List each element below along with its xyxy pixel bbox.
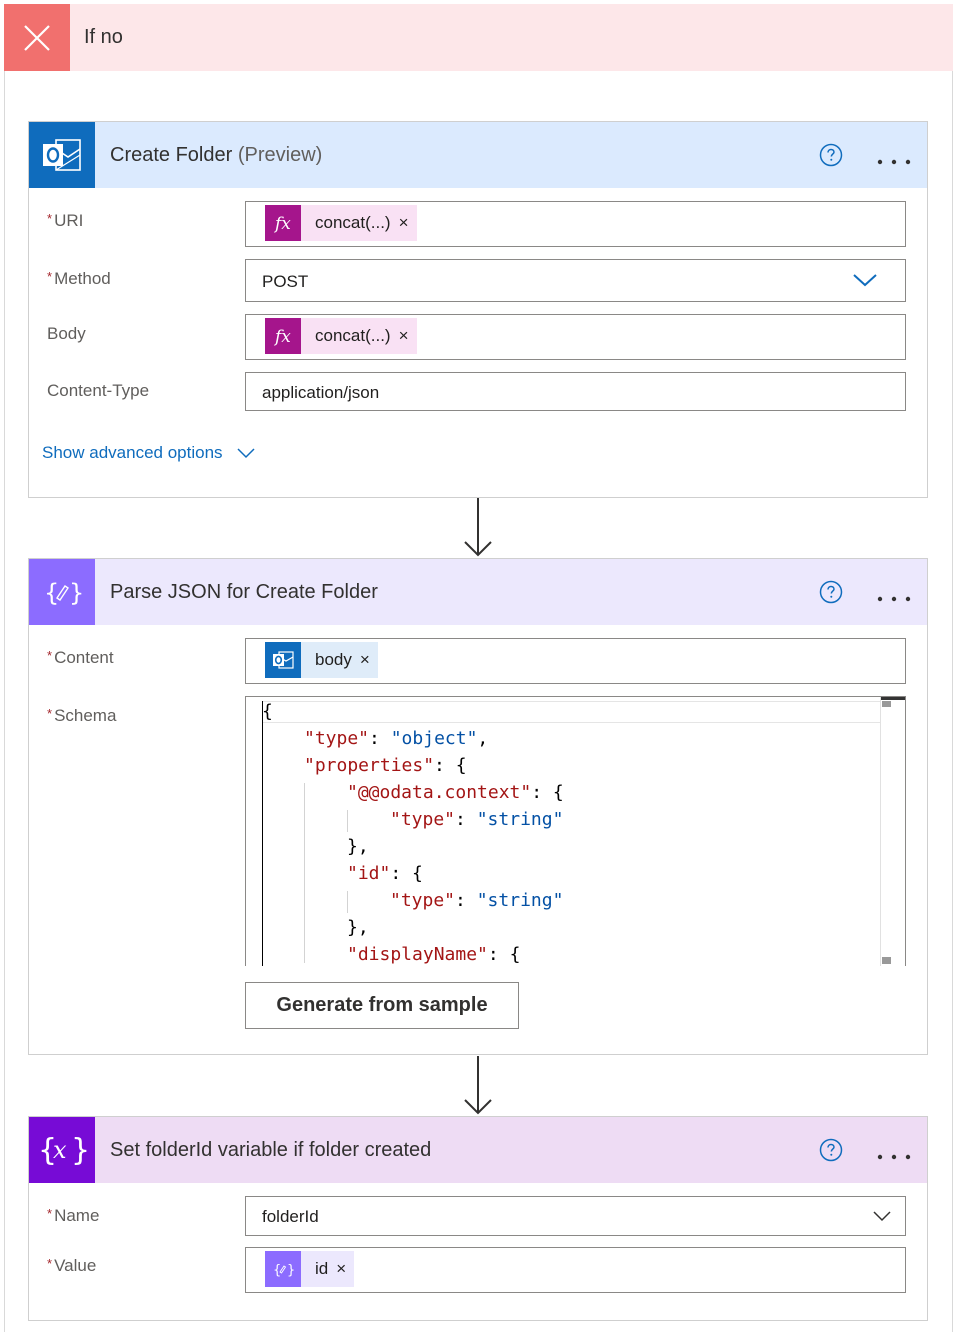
editor-gutter-line [262,701,263,966]
uri-field[interactable]: fx concat(...) × [245,201,906,247]
dynamic-content-token[interactable]: { } id × [265,1251,355,1287]
schema-label: *Schema [47,706,117,725]
expression-token[interactable]: fx concat(...) × [265,318,417,354]
uri-label: *URI [47,211,84,230]
content-type-field[interactable]: application/json [245,372,906,411]
schema-code-line: "displayName": { [347,944,521,965]
create-folder-card: Create Folder (Preview) *URI fx concat(.… [28,121,928,498]
svg-text:}: } [287,1263,294,1278]
help-icon[interactable] [819,580,843,604]
content-field[interactable]: body × [245,638,906,684]
current-line-highlight [262,701,902,723]
branch-title: If no [84,26,123,48]
card-title: Set folderId variable if folder created [110,1139,432,1161]
parse-json-header[interactable]: { } Parse JSON for Create Folder [29,559,927,625]
method-dropdown[interactable]: POST [245,259,906,302]
function-icon: fx [265,318,301,354]
flow-arrow-icon [464,1056,492,1115]
content-label: *Content [47,648,114,667]
chevron-down-icon [873,1211,891,1222]
svg-text:fx: fx [273,327,291,347]
remove-token-icon[interactable]: × [336,1259,347,1278]
content-type-label: Content-Type [47,381,150,400]
variable-name-dropdown[interactable]: folderId [245,1196,906,1236]
editor-scrollbar[interactable] [880,697,905,966]
chevron-down-icon [853,274,877,287]
create-folder-header[interactable]: Create Folder (Preview) [29,122,927,188]
svg-text:fx: fx [273,214,291,234]
schema-code-line: { [262,701,273,722]
svg-text:{: { [38,1133,57,1168]
show-advanced-options-link[interactable]: Show advanced options [42,443,255,463]
schema-code-line: "type": "object", [304,728,489,749]
variable-value-field[interactable]: { } id × [245,1247,906,1293]
svg-text:{: { [273,1263,281,1278]
svg-text:}: } [71,1133,87,1168]
value-label: *Value [47,1256,97,1275]
indent-guide [304,783,305,963]
body-label: Body [47,324,86,343]
method-label: *Method [47,269,111,288]
chevron-down-icon [237,448,255,459]
close-icon [4,4,70,71]
schema-code-line: }, [347,836,369,857]
schema-code-line: "@@odata.context": { [347,782,564,803]
svg-text:x: x [53,1136,67,1164]
outlook-icon [265,642,301,678]
card-title: Parse JSON for Create Folder [110,581,378,603]
parse-json-icon: { } [29,559,95,625]
more-options-icon[interactable] [877,152,911,165]
body-field[interactable]: fx concat(...) × [245,314,906,360]
more-options-icon[interactable] [877,1147,911,1160]
remove-token-icon[interactable]: × [398,213,409,232]
schema-editor[interactable]: { "type": "object", "properties": { "@@odat… [245,696,906,966]
card-title: Create Folder (Preview) [110,144,323,166]
outlook-icon [29,122,95,188]
name-label: *Name [47,1206,100,1225]
condition-branch-header[interactable]: If no [4,4,953,71]
generate-from-sample-button[interactable]: Generate from sample [245,982,519,1029]
schema-code-line: "properties": { [304,755,467,776]
flow-arrow-icon [464,498,492,557]
parse-json-card: { } Parse JSON for Create Folder *Conten… [28,558,928,1055]
remove-token-icon[interactable]: × [398,326,409,345]
expression-token[interactable]: fx concat(...) × [265,205,417,241]
schema-code-line: }, [347,917,369,938]
schema-code-line: "type": "string" [390,890,564,911]
indent-guide [347,891,348,913]
remove-token-icon[interactable]: × [359,650,370,669]
svg-text:}: } [69,579,82,607]
dynamic-content-token[interactable]: body × [265,642,378,678]
more-options-icon[interactable] [877,589,911,602]
help-icon[interactable] [819,1138,843,1162]
schema-code-line: "id": { [347,863,423,884]
help-icon[interactable] [819,143,843,167]
schema-code-line: "type": "string" [390,809,564,830]
variable-icon: { x } [29,1117,95,1183]
indent-guide [347,810,348,832]
set-variable-card: { x } Set folderId variable if folder cr… [28,1116,928,1321]
set-variable-header[interactable]: { x } Set folderId variable if folder cr… [29,1117,927,1183]
svg-text:{: { [44,579,59,607]
function-icon: fx [265,205,301,241]
parse-json-icon: { } [265,1251,301,1287]
